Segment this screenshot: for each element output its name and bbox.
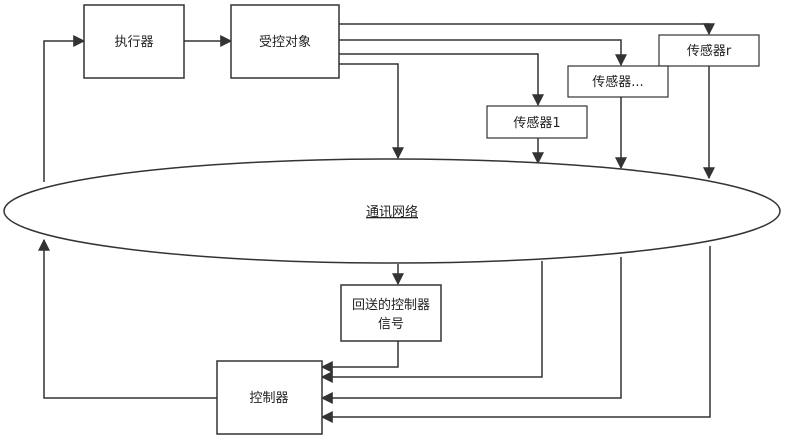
sensor-dots-label: 传感器... <box>592 74 643 90</box>
controller-label: 控制器 <box>249 391 288 406</box>
actuator-box: 执行器 <box>84 5 184 78</box>
return-signal-label-line2: 信号 <box>378 317 404 332</box>
sensor-1-box: 传感器1 <box>487 106 587 138</box>
edge-network-to-actuator <box>44 41 84 182</box>
controller-box: 控制器 <box>217 361 322 434</box>
plant-box: 受控对象 <box>231 5 339 78</box>
edge-plant-to-sensor-1 <box>339 54 538 105</box>
edge-plant-to-sensor-dots <box>339 40 621 65</box>
return-signal-box: 回送的控制器 信号 <box>341 285 441 341</box>
communication-network-label: 通讯网络 <box>366 204 418 220</box>
plant-label: 受控对象 <box>259 35 311 50</box>
edge-controller-to-network <box>44 240 217 398</box>
sensor-r-box: 传感器r <box>659 35 759 66</box>
sensor-1-label: 传感器1 <box>513 115 560 131</box>
edge-plant-to-network <box>339 64 398 158</box>
edge-plant-to-sensor-r <box>339 24 709 34</box>
actuator-label: 执行器 <box>114 35 153 50</box>
return-signal-label-line1: 回送的控制器 <box>352 297 430 313</box>
sensor-r-label: 传感器r <box>687 43 732 59</box>
edge-return-signal-to-controller <box>322 341 398 367</box>
sensor-dots-box: 传感器... <box>568 66 668 97</box>
